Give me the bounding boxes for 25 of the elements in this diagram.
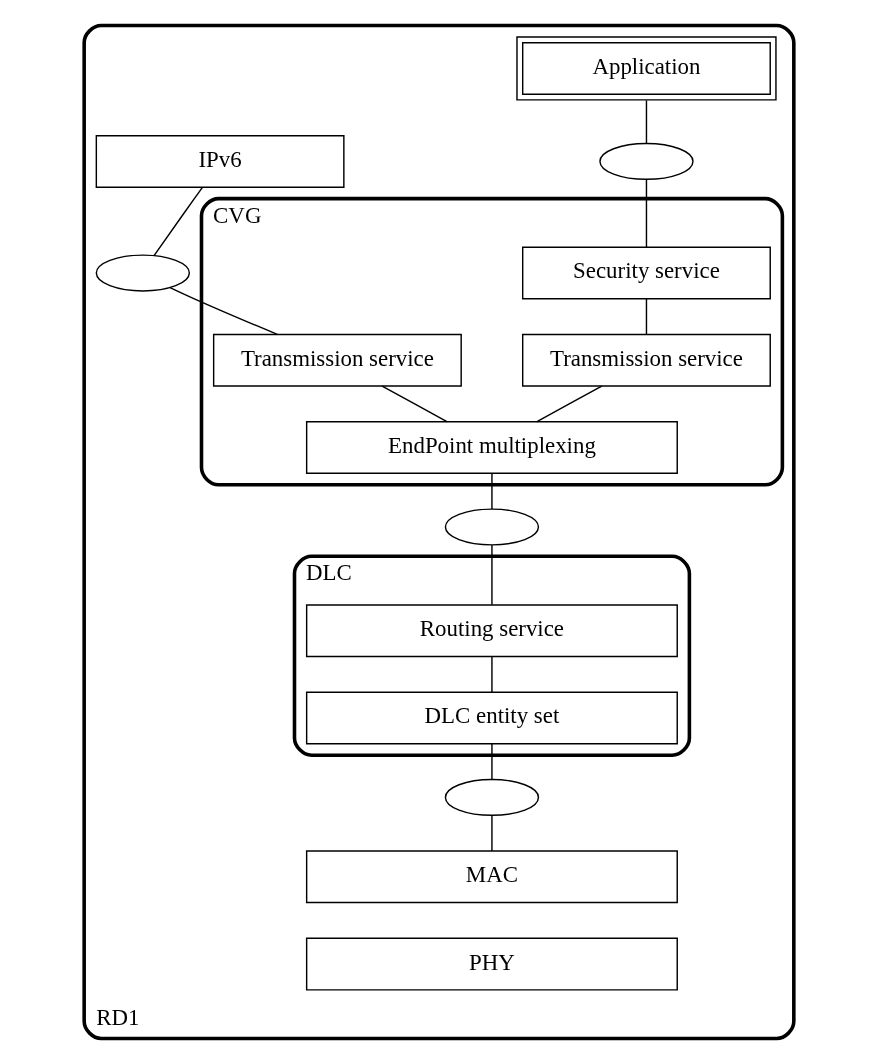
- node-box: Security service: [521, 246, 771, 300]
- node-box: Application: [515, 36, 777, 101]
- node-ellipse: [598, 142, 694, 181]
- connector: [645, 298, 647, 335]
- connector: [490, 544, 493, 606]
- connector: [490, 472, 493, 510]
- connector: [490, 655, 493, 693]
- node-box: EndPoint multiplexing: [305, 421, 678, 475]
- node-box: PHY: [305, 937, 678, 991]
- node-box: IPv6: [95, 134, 345, 188]
- node-ellipse: [444, 778, 539, 816]
- connector: [645, 99, 647, 144]
- connector: [490, 743, 493, 781]
- node-ellipse: [95, 254, 190, 292]
- node-box: Routing service: [305, 604, 678, 658]
- node-box: Transmission service: [521, 333, 771, 387]
- node-box: MAC: [305, 850, 678, 904]
- connector: [645, 178, 647, 248]
- connector: [490, 814, 493, 852]
- node-ellipse: [444, 508, 539, 546]
- connector: [535, 385, 602, 423]
- node-box: Transmission service: [212, 333, 462, 387]
- connector: [380, 385, 448, 423]
- connector: [168, 286, 278, 336]
- node-box: DLC entity set: [305, 691, 678, 745]
